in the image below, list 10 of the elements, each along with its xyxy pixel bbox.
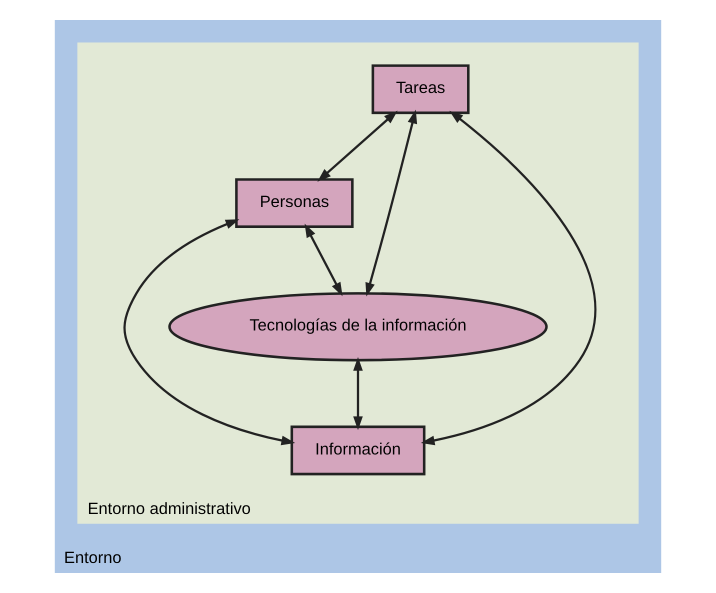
node-box: Tareas: [372, 64, 470, 114]
arrow: [124, 219, 296, 446]
node-box: Información: [290, 426, 426, 476]
node-box: Personas: [235, 178, 354, 228]
arrow: [353, 356, 363, 430]
node-ellipse: Tecnologías de la información: [168, 292, 548, 362]
arrow: [304, 224, 343, 296]
arrow: [365, 110, 418, 297]
arrow: [420, 110, 596, 446]
arrow: [317, 110, 398, 182]
